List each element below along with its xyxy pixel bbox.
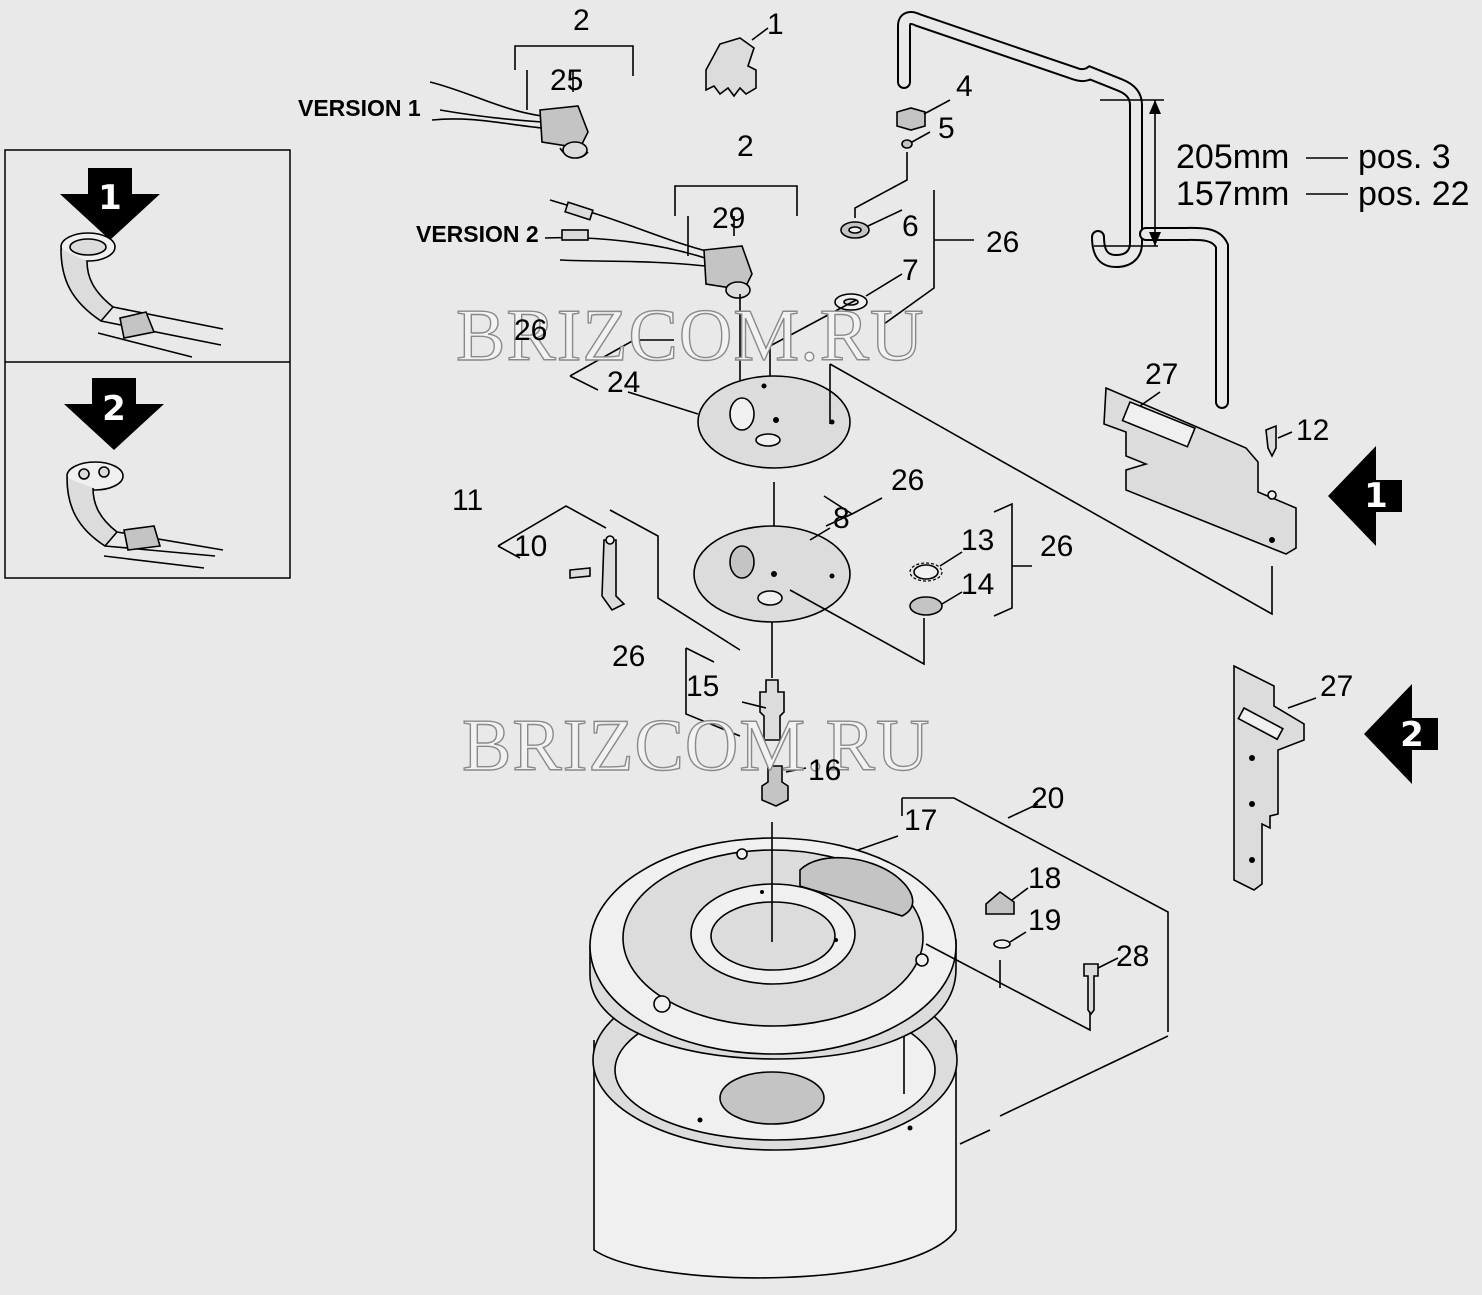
callout: 25 — [550, 64, 583, 97]
callout: 10 — [514, 530, 547, 563]
callout: 24 — [607, 366, 640, 399]
washers-13-14 — [909, 502, 1032, 617]
clip-part-1 — [705, 27, 769, 98]
connector-boot-icon — [66, 461, 224, 569]
badge-label: 2 — [1400, 715, 1424, 755]
callout: 12 — [1296, 414, 1329, 447]
mounting-plate-24 — [697, 363, 1273, 616]
harness-version-1 — [429, 45, 634, 159]
callout: 20 — [1031, 782, 1064, 815]
callout: 17 — [904, 804, 937, 837]
callout: 28 — [1116, 940, 1149, 973]
callout: 5 — [938, 112, 955, 145]
callout: 11 — [452, 484, 483, 517]
callout: 4 — [956, 70, 973, 103]
left-arrow-badge-icon — [1328, 446, 1402, 546]
callout: 13 — [961, 524, 994, 557]
callout: 1 — [767, 8, 784, 41]
callout: 26 — [612, 640, 645, 673]
callout: 19 — [1028, 904, 1061, 937]
version-1-label: VERSION 1 — [298, 95, 421, 121]
callout: 15 — [686, 670, 719, 703]
callout: 6 — [902, 210, 919, 243]
callout: 14 — [961, 568, 994, 601]
dimension-pos-22: pos. 22 — [1358, 175, 1470, 213]
bracket-27-version-2 — [1233, 664, 1317, 891]
leader-lines-lower — [857, 797, 1169, 1145]
callout: 8 — [833, 502, 850, 535]
version-inset-panel: 1 2 — [4, 149, 291, 579]
connector-boot-icon — [60, 232, 224, 358]
watermark-upper: BRIZCOM.RU — [456, 295, 924, 377]
callout: 26 — [514, 314, 547, 347]
badge-version-1-right: 1 — [1328, 446, 1402, 546]
fuel-pipe — [897, 11, 1348, 409]
inset-version-2: 2 — [64, 378, 224, 569]
dimension-205: 205mm — [1176, 138, 1289, 176]
burner-housing — [589, 822, 958, 1279]
callout: 26 — [1040, 530, 1073, 563]
harness-version-2 — [544, 185, 798, 299]
down-arrow-badge-icon — [64, 378, 164, 450]
watermark-lower: BRIZCOM.RU — [462, 705, 930, 787]
electrode-15-16 — [685, 622, 807, 807]
bracket-27-version-1 — [1103, 386, 1297, 555]
badge-version-2-right: 2 — [1364, 684, 1438, 784]
callout-numbers: 2 25 1 2 29 4 5 6 7 26 26 24 27 12 11 10… — [452, 4, 1353, 973]
callout: 2 — [573, 4, 590, 37]
callout: 29 — [712, 202, 745, 235]
nut-part-4 — [896, 99, 951, 149]
plate-8 — [693, 482, 925, 666]
badge-label: 1 — [98, 178, 122, 218]
down-arrow-badge-icon — [60, 168, 160, 240]
dimension-notes: 205mm pos. 3 157mm pos. 22 — [1176, 138, 1470, 213]
left-arrow-badge-icon — [1364, 684, 1438, 784]
electrode-10-11 — [497, 505, 741, 651]
dimension-157: 157mm — [1176, 175, 1289, 213]
callout: 7 — [902, 254, 919, 287]
callout: 27 — [1145, 358, 1178, 391]
badge-label: 1 — [1364, 476, 1388, 516]
callout: 27 — [1320, 670, 1353, 703]
callout: 18 — [1028, 862, 1061, 895]
dimension-pos-3: pos. 3 — [1358, 138, 1451, 176]
version-2-label: VERSION 2 — [416, 221, 539, 247]
callout: 2 — [737, 130, 754, 163]
callout: 26 — [986, 226, 1019, 259]
callout: 16 — [808, 754, 841, 787]
badge-label: 2 — [102, 389, 126, 429]
callout: 26 — [891, 464, 924, 497]
inset-version-1: 1 — [60, 168, 224, 358]
